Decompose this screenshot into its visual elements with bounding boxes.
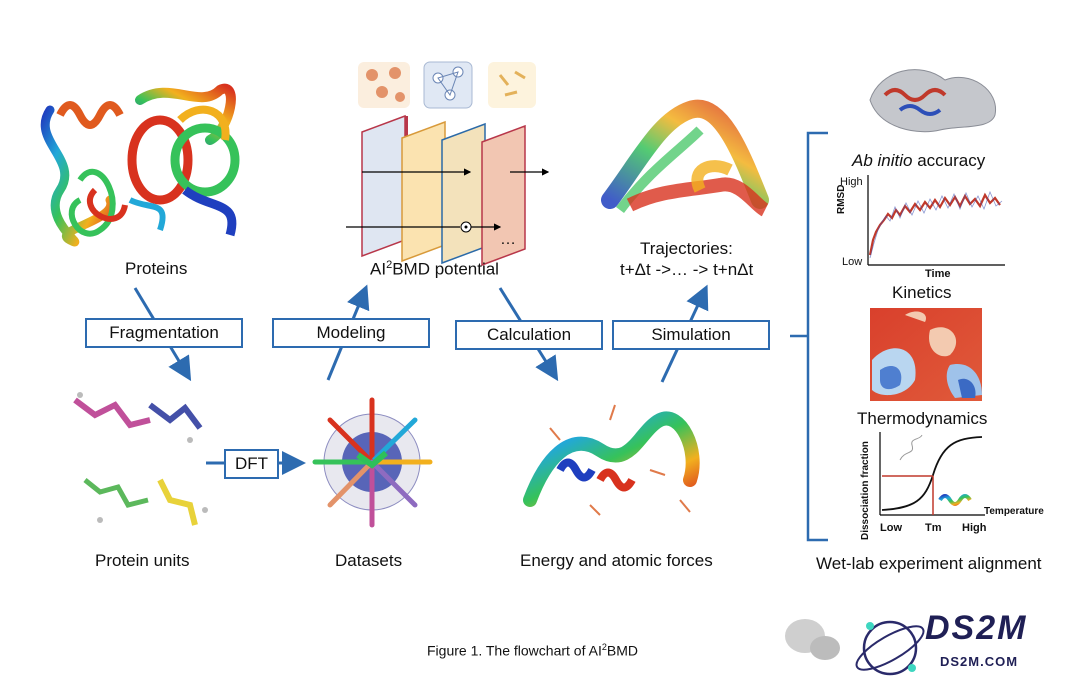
caption-suffix: BMD xyxy=(606,642,638,659)
rmsd-y-high: High xyxy=(840,176,863,188)
ai2bmd-suffix: BMD potential xyxy=(392,259,499,279)
ai2bmd-prefix: AI xyxy=(370,259,387,279)
melt-chart xyxy=(879,432,985,516)
thermodynamics-label: Thermodynamics xyxy=(857,409,988,428)
melt-x-high: High xyxy=(962,522,987,534)
protein-units-label: Protein units xyxy=(95,551,190,570)
flow-arrows xyxy=(133,284,709,475)
ai2bmd-sup: 2 xyxy=(386,259,393,271)
melt-x-low: Low xyxy=(880,522,902,534)
kinetics-heatmap xyxy=(870,308,982,401)
watermark-logo xyxy=(785,619,925,676)
kinetics-label: Kinetics xyxy=(892,283,952,302)
right-bracket xyxy=(790,131,828,542)
trajectories-title: Trajectories: xyxy=(640,239,733,258)
proteins-label: Proteins xyxy=(125,259,188,278)
melt-x-tm: Tm xyxy=(925,522,942,534)
figure-caption: Figure 1. The flowchart of AI2BMD xyxy=(427,642,638,659)
ai2bmd-potential-image xyxy=(346,61,550,267)
rmsd-chart xyxy=(867,175,1005,266)
ab-initio-label: Ab initio accuracy xyxy=(852,151,985,171)
rmsd-y-label: RMSD xyxy=(836,184,847,214)
protein-units-image xyxy=(73,392,208,526)
calculation-box: Calculation xyxy=(455,320,603,350)
rmsd-y-low: Low xyxy=(842,256,863,268)
layer-ellipsis: … xyxy=(500,231,516,248)
modeling-box: Modeling xyxy=(272,318,430,348)
ab-initio-rest: accuracy xyxy=(912,151,986,170)
energy-forces-image xyxy=(523,404,700,516)
datasets-label: Datasets xyxy=(335,551,403,570)
dft-box: DFT xyxy=(224,449,279,479)
trajectories-image xyxy=(601,99,769,217)
proteins-image xyxy=(40,83,240,247)
ab-initio-protein-image xyxy=(869,69,996,133)
caption-prefix: Figure 1. The flowchart of AI xyxy=(427,642,602,659)
melt-x-label: Temperature xyxy=(984,506,1044,517)
watermark-title: DS2M xyxy=(925,609,1028,647)
energy-forces-label: Energy and atomic forces xyxy=(520,551,713,570)
trajectories-formula: t+Δt ->… -> t+nΔt xyxy=(620,260,754,279)
wetlab-label: Wet-lab experiment alignment xyxy=(816,554,1042,573)
ai2bmd-potential-label: AI2BMD potential xyxy=(370,259,499,280)
rmsd-x-label: Time xyxy=(925,268,951,280)
simulation-box: Simulation xyxy=(612,320,770,350)
fragmentation-box: Fragmentation xyxy=(85,318,243,348)
datasets-image xyxy=(312,397,433,528)
caption-sup: 2 xyxy=(601,642,607,652)
ab-initio-italic: Ab initio xyxy=(852,151,913,170)
melt-y-label: Dissociation fraction xyxy=(860,441,871,540)
watermark-url: DS2M.COM xyxy=(940,654,1019,669)
